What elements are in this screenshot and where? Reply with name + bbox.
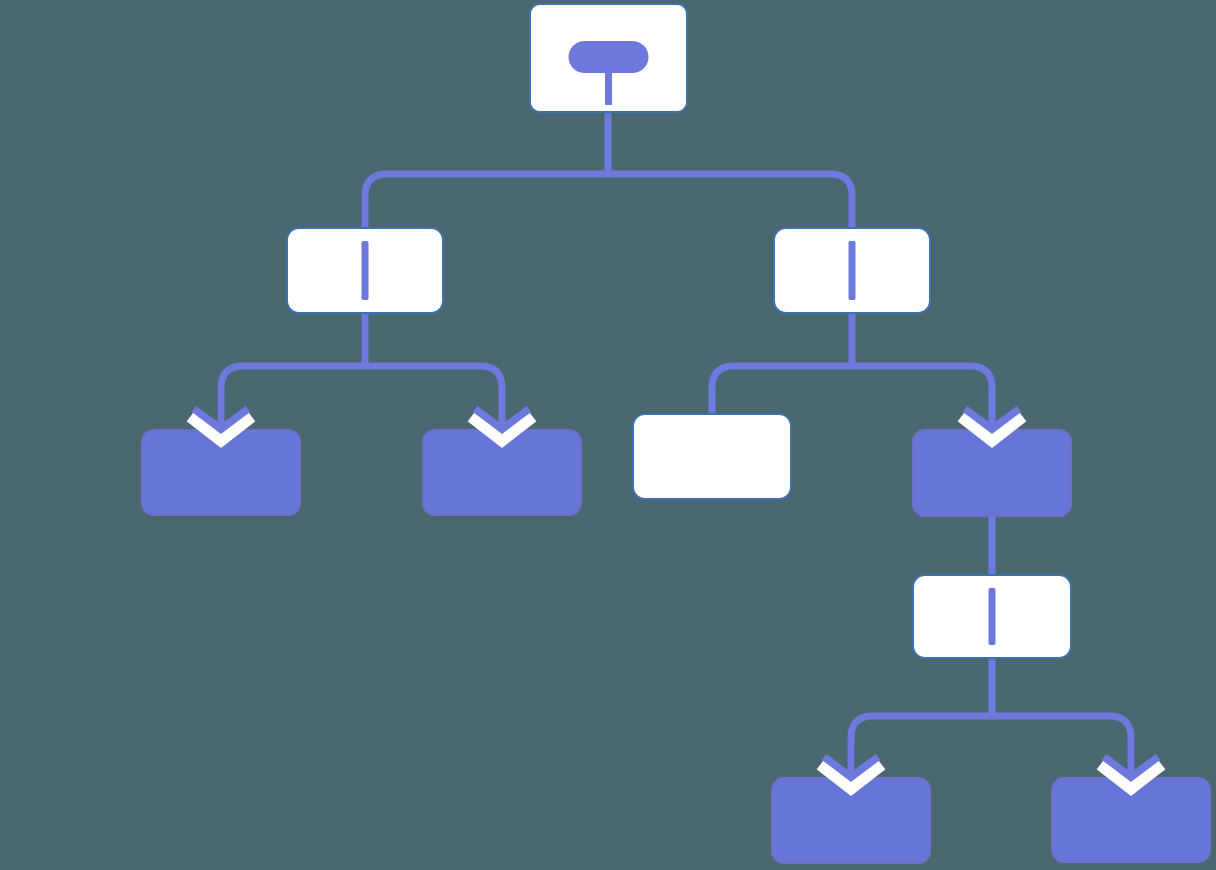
pill-shape — [568, 41, 649, 73]
connector-edge-junction-4-leaf-3 — [847, 712, 992, 772]
pill-stem — [605, 71, 612, 105]
node-branch-right[interactable] — [773, 227, 931, 314]
connector-edge-junction-2-leaf-1 — [217, 362, 365, 424]
chevron-purple-stroke — [1101, 753, 1161, 782]
vertical-line-icon — [361, 241, 369, 300]
pill-with-stem-icon — [568, 41, 649, 105]
connector-edge-junction-1-branch-left — [361, 170, 608, 228]
arrowhead-layer — [186, 405, 1166, 796]
collapse-chevron-icon[interactable] — [467, 405, 537, 448]
vertical-line-icon — [988, 588, 996, 645]
node-branch-lower[interactable] — [912, 574, 1072, 659]
chevron-purple-stroke — [962, 405, 1022, 434]
connector-edge-junction-4-leaf-4 — [992, 712, 1135, 772]
chevron-white-stroke — [467, 412, 537, 448]
chevron-white-stroke — [1096, 760, 1166, 796]
chevron-white-stroke — [186, 412, 256, 448]
chevron-white-stroke — [957, 412, 1027, 448]
collapse-chevron-icon[interactable] — [816, 753, 886, 796]
chevron-purple-stroke — [821, 753, 881, 782]
chevron-purple-stroke — [472, 405, 532, 434]
node-layer — [141, 3, 1211, 864]
node-box-white[interactable] — [632, 413, 792, 500]
node-plain-node[interactable] — [632, 413, 792, 500]
chevron-purple-stroke — [191, 405, 251, 434]
collapse-chevron-icon[interactable] — [1096, 753, 1166, 796]
connector-edge-junction-1-branch-right — [608, 170, 856, 228]
node-branch-left[interactable] — [286, 227, 444, 314]
chevron-white-stroke — [816, 760, 886, 796]
vertical-line-icon — [848, 241, 856, 300]
connector-edge-junction-3-collapsed-mid — [852, 362, 996, 424]
node-root[interactable] — [529, 3, 688, 113]
collapse-chevron-icon[interactable] — [186, 405, 256, 448]
connector-edge-junction-3-plain-node — [708, 362, 852, 414]
connector-layer — [217, 112, 1135, 772]
collapse-chevron-icon[interactable] — [957, 405, 1027, 448]
connector-edge-junction-2-leaf-2 — [365, 362, 506, 424]
